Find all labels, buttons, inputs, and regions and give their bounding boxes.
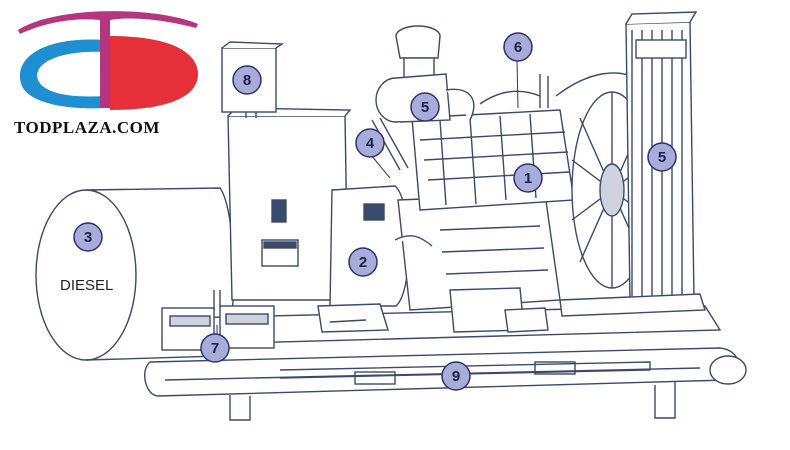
callout-number: 5 bbox=[658, 149, 666, 166]
callout-c7: 7 bbox=[200, 333, 230, 363]
callout-circle bbox=[410, 92, 440, 122]
callout-circle bbox=[441, 361, 471, 391]
tank-label: DIESEL bbox=[60, 277, 113, 294]
air-filter bbox=[371, 25, 475, 171]
callout-circle bbox=[232, 65, 262, 95]
callout-c5a: 5 bbox=[410, 92, 440, 122]
callout-circle bbox=[200, 333, 230, 363]
callout-number: 5 bbox=[421, 99, 429, 116]
callout-number: 3 bbox=[84, 229, 92, 246]
callout-number: 1 bbox=[524, 170, 532, 187]
callout-c1: 1 bbox=[513, 163, 543, 193]
logo-blue-ring bbox=[20, 39, 105, 109]
callout-circle bbox=[503, 32, 533, 62]
logo-red-d bbox=[110, 36, 198, 110]
engine bbox=[394, 109, 575, 333]
callout-circle bbox=[355, 128, 385, 158]
callout-markers: 1 2 3 4 5 5 6 7 8 9 bbox=[73, 32, 677, 391]
callout-number: 2 bbox=[359, 254, 367, 271]
callout-number: 9 bbox=[452, 368, 460, 385]
callout-circle bbox=[513, 163, 543, 193]
callout-c5b: 5 bbox=[647, 142, 677, 172]
callout-number: 7 bbox=[211, 340, 219, 357]
logo-magenta-t bbox=[18, 11, 198, 109]
callout-number: 4 bbox=[366, 135, 375, 152]
callout-c8: 8 bbox=[232, 65, 262, 95]
callout-c3: 3 bbox=[73, 222, 103, 252]
callout-circle bbox=[647, 142, 677, 172]
base-frame bbox=[144, 305, 747, 421]
callout-c6: 6 bbox=[503, 32, 533, 62]
callout-circle bbox=[73, 222, 103, 252]
brand-logo: TODPLAZA.COM bbox=[14, 11, 198, 137]
callout-c4: 4 bbox=[355, 128, 385, 158]
callout-number: 6 bbox=[514, 39, 522, 56]
callout-c9: 9 bbox=[441, 361, 471, 391]
callout-circle bbox=[348, 247, 378, 277]
brand-name: TODPLAZA.COM bbox=[14, 118, 160, 137]
callout-c2: 2 bbox=[348, 247, 378, 277]
diesel-tank: DIESEL bbox=[35, 187, 235, 361]
control-box bbox=[221, 41, 285, 118]
alternator bbox=[317, 185, 410, 333]
callout-number: 8 bbox=[243, 72, 251, 89]
